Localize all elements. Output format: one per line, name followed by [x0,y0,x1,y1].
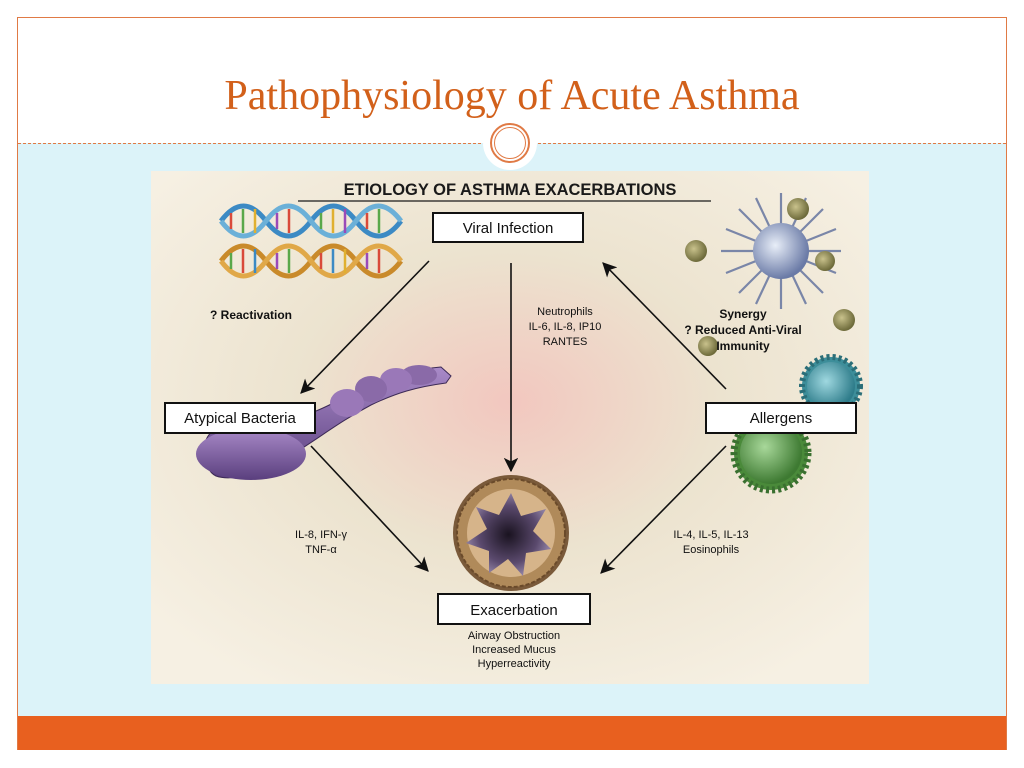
mediator-label: TNF-α [305,544,337,556]
effect-label: Increased Mucus [472,644,556,656]
slide-title: Pathophysiology of Acute Asthma [224,73,800,119]
bottom-accent-bar [18,716,1006,750]
arrow-allergens-to-viral [602,262,727,390]
mediator-label: Neutrophils [537,306,593,318]
synergy-label: ? Reduced Anti-Viral [684,323,801,337]
node-atypical-bacteria: Atypical Bacteria [164,402,316,434]
mediator-label: IL-8, IFN-γ [295,529,347,541]
node-allergens: Allergens [705,402,857,434]
arrow-viral-to-bacteria [300,260,430,394]
spore-icon [799,354,863,418]
node-label: Viral Infection [463,220,554,237]
node-exacerbation: Exacerbation [437,593,591,625]
effect-label: Hyperreactivity [478,658,551,670]
mediator-label: IL-4, IL-5, IL-13 [673,529,748,541]
bacterium-icon [196,365,452,480]
spore-icon [730,412,812,494]
synergy-label: Synergy [719,307,767,321]
reactivation-label: ? Reactivation [210,308,292,322]
pollen-icon [685,198,855,356]
node-label: Atypical Bacteria [184,410,296,427]
mediator-label: Eosinophils [683,544,740,556]
diagram-heading: ETIOLOGY OF ASTHMA EXACERBATIONS [344,181,677,199]
synergy-label: Immunity [716,339,770,353]
node-viral-infection: Viral Infection [432,212,584,243]
etiology-diagram: ETIOLOGY OF ASTHMA EXACERBATIONS [151,171,869,684]
circle-ornament-icon [483,116,537,170]
arrow-bacteria-to-exacerbation [310,445,429,572]
effect-label: Airway Obstruction [468,630,560,642]
virus-icon [721,193,841,309]
dna-helix-icon [219,203,403,279]
diagram-arrows [300,260,727,574]
node-label: Allergens [750,410,813,427]
node-label: Exacerbation [470,602,558,619]
mediator-label: RANTES [543,336,588,348]
arrow-allergens-to-exacerbation [600,445,727,574]
airway-cross-section-icon [453,475,569,591]
mediator-label: IL-6, IL-8, IP10 [529,321,602,333]
